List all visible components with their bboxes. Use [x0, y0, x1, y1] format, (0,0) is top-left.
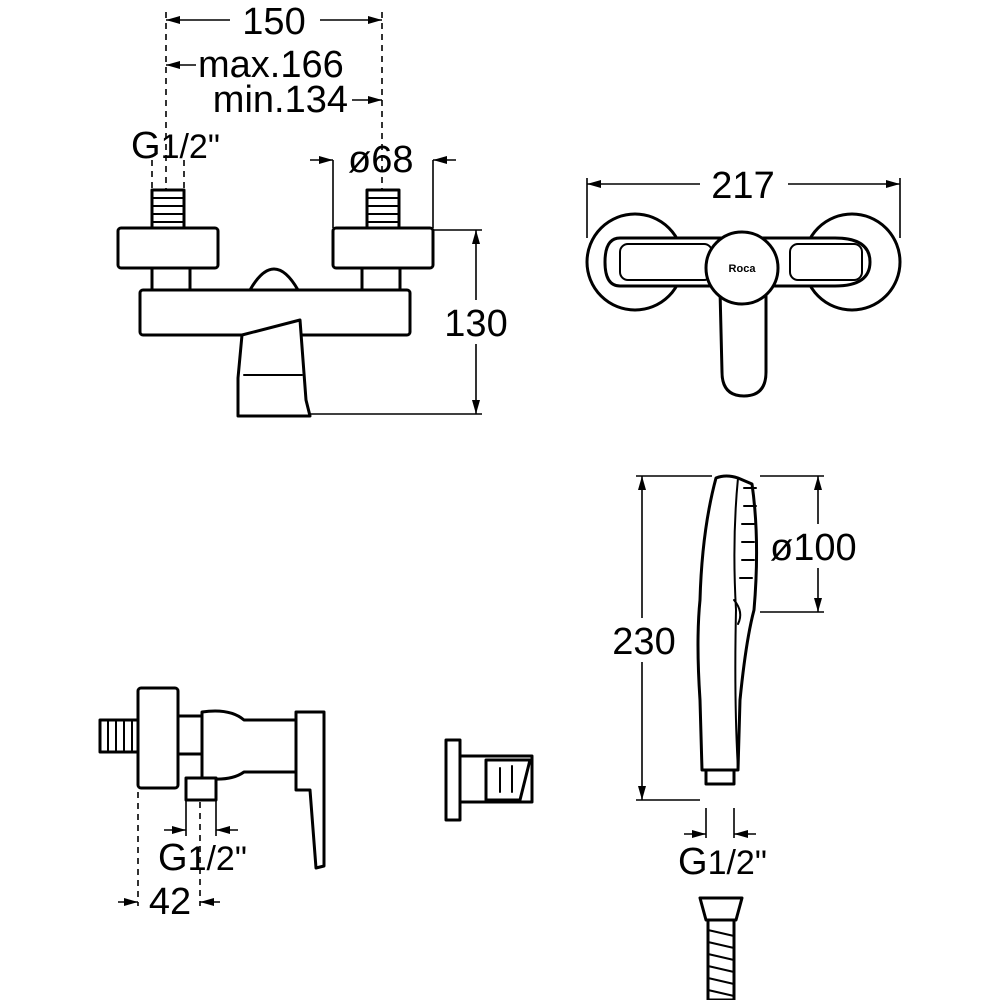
dimension-diameter-68: ø68 [348, 139, 413, 181]
right-flange [331, 226, 435, 270]
dimension-diameter-100: ø100 [770, 527, 857, 569]
dimension-130: 130 [444, 303, 507, 345]
right-thread-inlet [365, 188, 401, 230]
brand-logo: Roca [729, 263, 757, 275]
hand-shower-body [696, 474, 759, 772]
left-connector [150, 266, 192, 292]
dimension-230: 230 [612, 621, 675, 663]
top-dome [248, 267, 300, 292]
front-view-mixer [116, 188, 435, 418]
right-connector [360, 266, 402, 292]
left-thread-inlet [150, 188, 186, 230]
side-connector [176, 714, 204, 756]
cartridge-cap [704, 230, 780, 306]
lever-front [236, 318, 312, 418]
dimension-min-134: min.134 [213, 79, 348, 121]
hand-shower: 230 ø100 G1/2" [604, 474, 862, 883]
top-view-mixer: Roca 217 [585, 162, 902, 398]
dimension-217: 217 [711, 165, 774, 207]
side-flange [136, 686, 180, 790]
hand-shower-thread-size-g: G1/2" [678, 841, 767, 883]
side-outlet [184, 776, 218, 802]
side-thread-inlet [98, 718, 140, 754]
side-view-mixer: G1/2" 42 [98, 686, 326, 923]
thread-size-inlet-g: G1/2" [131, 125, 220, 167]
front-view-dimensions: 150 max.166 min.134 G1/2" ø68 130 [131, 0, 512, 415]
left-flange [116, 226, 220, 270]
side-thread-size-g: G1/2" [158, 837, 247, 879]
wall-bracket [444, 738, 534, 822]
side-body [200, 709, 298, 781]
dimension-150: 150 [242, 1, 305, 43]
top-lever [718, 288, 768, 398]
side-lever [294, 710, 326, 870]
hand-shower-thread [704, 768, 736, 786]
dimension-42: 42 [149, 881, 191, 923]
dimension-max-166: max.166 [198, 44, 344, 86]
shower-hose [698, 896, 744, 1000]
